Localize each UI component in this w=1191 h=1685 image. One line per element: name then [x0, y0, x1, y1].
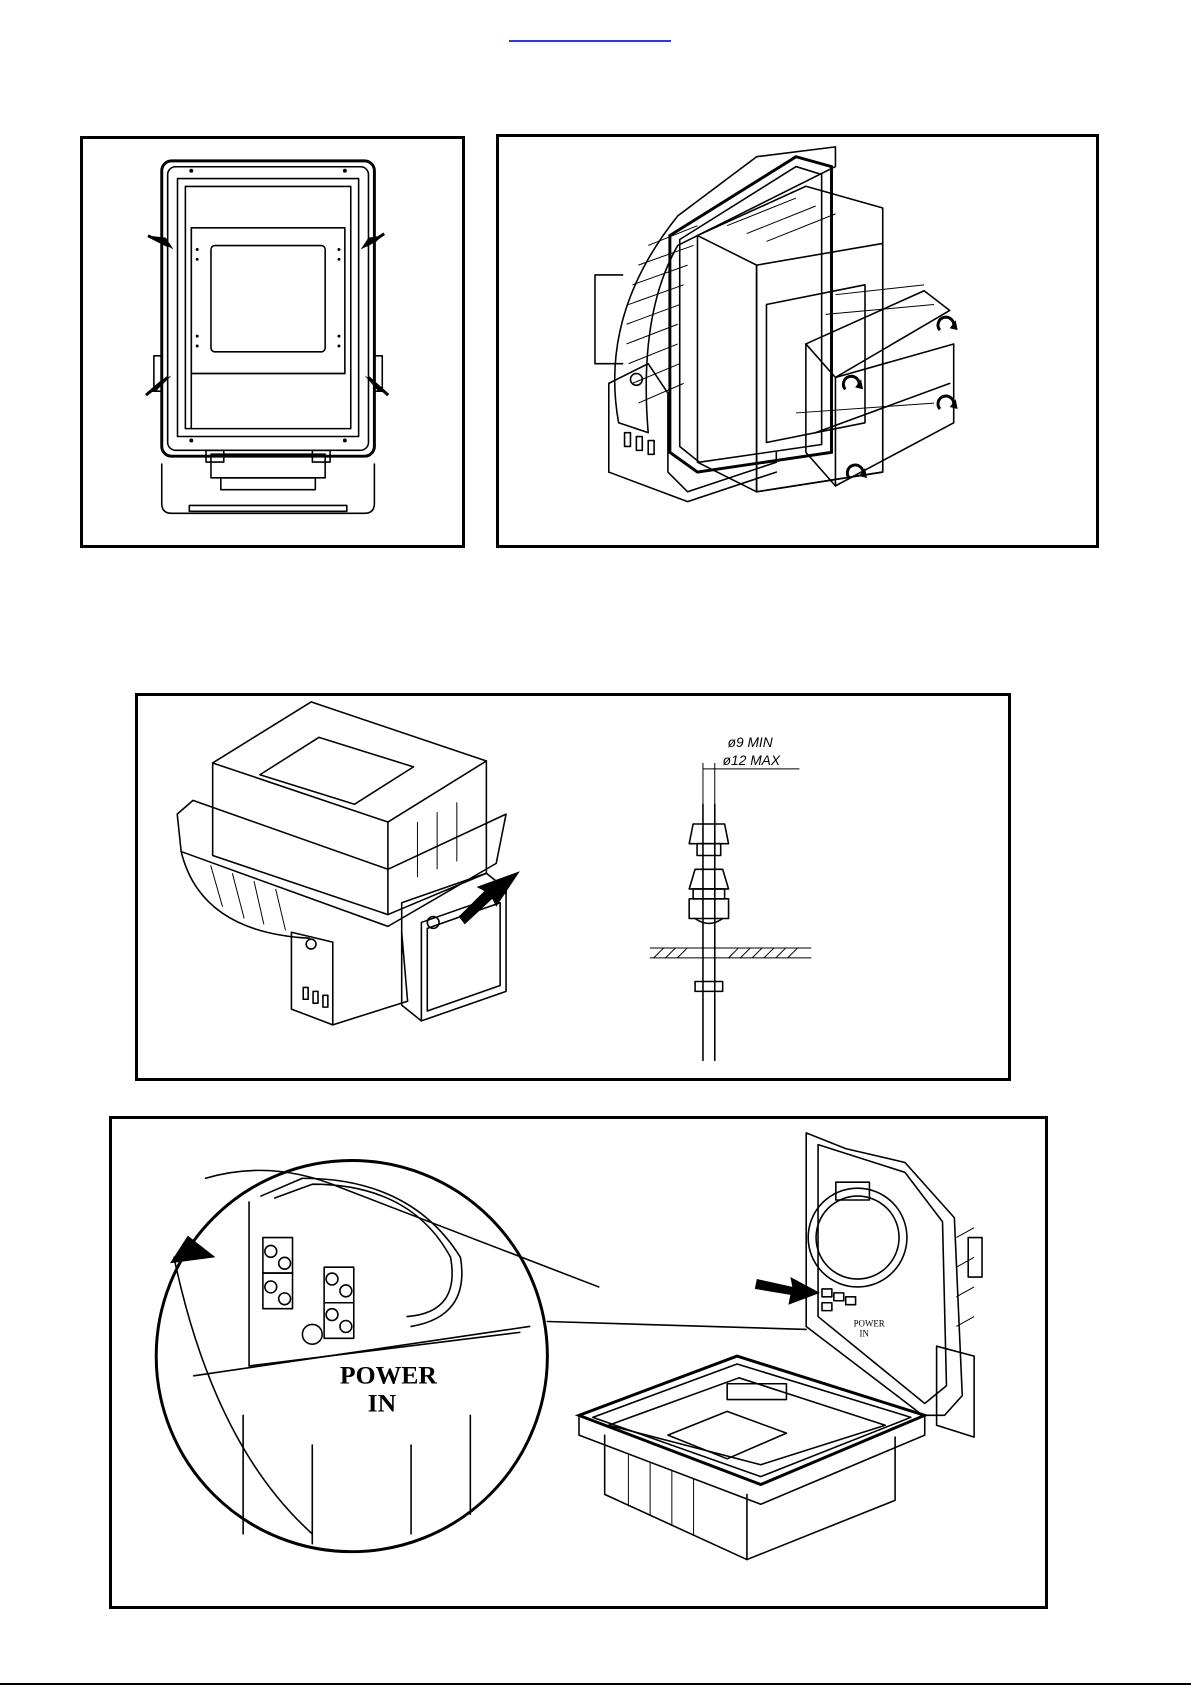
cover-removal-drawing — [499, 137, 1096, 545]
triangle-pointer-icon — [170, 1236, 215, 1264]
arrow-icon — [755, 1277, 820, 1305]
rotate-arrow-icon — [938, 396, 958, 409]
figure-power-in: POWER IN POWER IN — [109, 1116, 1048, 1609]
power-in-drawing: POWER IN POWER IN — [112, 1119, 1045, 1606]
cable-entry-drawing: ø9 MIN ø12 MAX — [138, 696, 1008, 1078]
rotate-arrow-icon — [938, 317, 958, 330]
figure-cover-removal — [496, 134, 1099, 548]
power-label: POWER — [340, 1361, 437, 1390]
header-link-underline[interactable] — [509, 40, 671, 42]
figure-cable-entry: ø9 MIN ø12 MAX — [135, 693, 1011, 1081]
magnifier-circle — [156, 1160, 547, 1551]
leader-line — [547, 1322, 806, 1330]
max-diameter-label: ø12 MAX — [723, 753, 781, 768]
arrow-icon — [361, 234, 385, 250]
in-small-label: IN — [860, 1328, 870, 1338]
rotate-arrow-icon — [843, 376, 863, 389]
min-diameter-label: ø9 MIN — [728, 735, 773, 750]
power-small-label: POWER — [854, 1318, 885, 1328]
figure-front-view — [80, 136, 465, 548]
front-view-drawing — [83, 139, 462, 545]
in-label: IN — [368, 1388, 397, 1417]
